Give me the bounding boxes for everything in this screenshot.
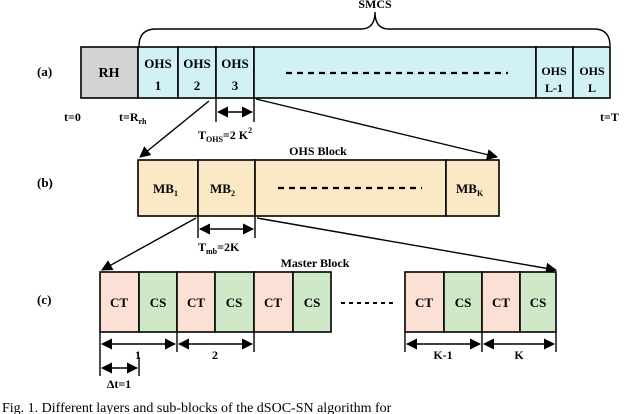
t-ohs-label: TOHS=2 K2 bbox=[198, 126, 252, 144]
ct-block-k-1 bbox=[404, 271, 445, 333]
ohs-l-sub: L bbox=[588, 81, 596, 95]
zoom-arrow-b-right bbox=[256, 217, 558, 274]
row-b-label: (b) bbox=[37, 175, 53, 190]
t-ohs-rest: =2 K bbox=[223, 128, 249, 142]
t-rh-sub: rh bbox=[139, 117, 148, 126]
ohs-block-l bbox=[572, 46, 611, 99]
t-mb-main: T bbox=[198, 240, 206, 254]
ohs-1-sub: 1 bbox=[155, 78, 162, 93]
ohs-block-title: OHS Block bbox=[289, 144, 347, 158]
mb-2-main: MB bbox=[210, 181, 231, 196]
cs-block-k bbox=[519, 271, 557, 333]
ct-label-k-1: CT bbox=[415, 295, 433, 310]
mb-block-k bbox=[445, 159, 500, 217]
ohs-3-top: OHS bbox=[221, 56, 248, 71]
mb-k-label: MBK bbox=[456, 181, 484, 198]
ohs-block-1 bbox=[137, 46, 179, 99]
mb-k-main: MB bbox=[456, 181, 477, 196]
ohs-l-1-top: OHS bbox=[541, 64, 567, 78]
master-block-title: Master Block bbox=[281, 256, 350, 270]
mb-1-main: MB bbox=[153, 181, 174, 196]
t-ohs-sub: OHS bbox=[206, 135, 223, 144]
t-rh-label: t=Rrh bbox=[119, 110, 147, 126]
cs-block-3 bbox=[292, 271, 332, 333]
ct-block-3 bbox=[253, 271, 294, 333]
smcs-label: SMCS bbox=[358, 0, 392, 11]
cs-block-2 bbox=[214, 271, 255, 333]
t-end-label: t=T bbox=[600, 110, 619, 124]
group-label-1: 1 bbox=[135, 348, 141, 362]
t-rh-main: t=R bbox=[119, 110, 139, 124]
cs-label-k: CS bbox=[530, 295, 547, 310]
zoom-arrow-b-left bbox=[101, 217, 197, 271]
ohs-2-sub: 2 bbox=[194, 78, 201, 93]
dt-label: Δt=1 bbox=[107, 377, 131, 391]
cs-block-1 bbox=[138, 271, 178, 333]
ct-label-2: CT bbox=[187, 295, 205, 310]
group-label-k-1: K-1 bbox=[433, 348, 452, 362]
ohs-1-top: OHS bbox=[144, 56, 171, 71]
ct-label-k: CT bbox=[492, 295, 510, 310]
rh-label: RH bbox=[99, 66, 120, 81]
group-label-k: K bbox=[514, 348, 524, 362]
t-mb-sub: mb bbox=[206, 247, 218, 256]
row-a-label: (a) bbox=[37, 64, 52, 79]
ct-block-k bbox=[481, 271, 521, 333]
ct-block-2 bbox=[176, 271, 216, 333]
rh-block bbox=[80, 46, 139, 99]
ohs-3-sub: 3 bbox=[232, 78, 239, 93]
cs-label-1: CS bbox=[150, 295, 167, 310]
zoom-arrow-a-right bbox=[255, 98, 499, 161]
zoom-arrow-a-left bbox=[139, 100, 210, 158]
mb-k-sub: K bbox=[477, 189, 484, 198]
ohs-l-top: OHS bbox=[579, 64, 605, 78]
ct-label-1: CT bbox=[110, 295, 128, 310]
cs-label-2: CS bbox=[226, 295, 243, 310]
t-mb-rest: =2K bbox=[217, 240, 240, 254]
ohs-l-1-sub: L-1 bbox=[545, 81, 563, 95]
ohs-block-2 bbox=[177, 46, 217, 99]
row-c-label: (c) bbox=[37, 292, 51, 307]
mb-2-sub: 2 bbox=[231, 189, 235, 198]
mb-1-label: MB1 bbox=[153, 181, 178, 198]
figure-caption: Fig. 1. Different layers and sub-blocks … bbox=[2, 401, 392, 414]
mb-2-label: MB2 bbox=[210, 181, 235, 198]
smcs-brace bbox=[138, 11, 611, 47]
ohs-block-l-1 bbox=[535, 46, 574, 99]
t-mb-label: Tmb=2K bbox=[198, 240, 240, 256]
ohs-blocks-middle bbox=[253, 46, 537, 99]
t-ohs-main: T bbox=[198, 128, 206, 142]
t-ohs-sup: 2 bbox=[248, 126, 252, 135]
ct-label-3: CT bbox=[264, 295, 282, 310]
cs-label-3: CS bbox=[304, 295, 321, 310]
t0-label: t=0 bbox=[64, 110, 81, 124]
mb-block-2 bbox=[197, 159, 256, 217]
mb-block-1 bbox=[137, 159, 199, 217]
mb-1-sub: 1 bbox=[174, 189, 178, 198]
group-label-2: 2 bbox=[212, 348, 218, 362]
cs-label-k-1: CS bbox=[455, 295, 472, 310]
ohs-2-top: OHS bbox=[183, 56, 210, 71]
